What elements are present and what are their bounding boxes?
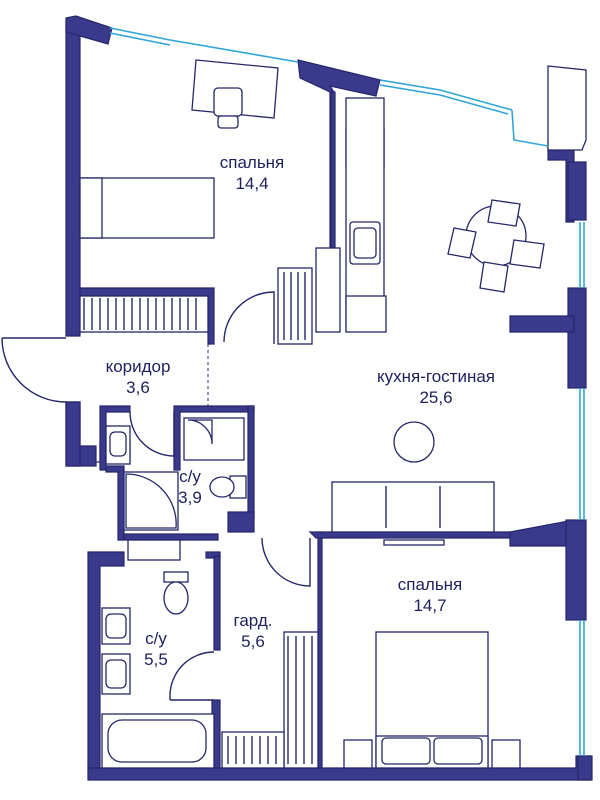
washer-door (187, 419, 213, 445)
room-area: 14,4 (235, 174, 269, 193)
wall-left-upper (65, 21, 81, 337)
basin-bowl (109, 431, 127, 457)
bed-pillow (79, 177, 103, 239)
door-bath1 (129, 411, 175, 457)
room-area: 3,6 (126, 378, 150, 397)
chair (213, 87, 243, 117)
room-name: с/у (179, 467, 201, 486)
window-door-balcony (511, 109, 549, 147)
room-area: 5,5 (144, 650, 168, 669)
door-bedroom2 (261, 537, 311, 587)
room-name: коридор (105, 357, 171, 376)
dining-chair (487, 199, 521, 227)
shower-tray (125, 473, 177, 529)
basin-bowl (105, 659, 127, 689)
toilet-tank (163, 571, 189, 583)
wall-bath1-inner (105, 465, 125, 541)
entrance-door (1, 337, 67, 403)
room-label-corridor: коридор 3,6 (106, 356, 171, 398)
doors (1, 291, 319, 701)
pillow (381, 737, 431, 765)
door-bedroom1 (223, 291, 275, 344)
kitchen-furniture (277, 97, 545, 546)
dining-chair (447, 227, 477, 259)
nightstand (491, 739, 521, 769)
room-label-kitchen: кухня-гостиная 25,6 (377, 366, 495, 408)
shelf-bath (127, 539, 181, 561)
wardrobe-rack-bottom (221, 731, 285, 769)
windows (109, 27, 585, 756)
toilet (163, 581, 189, 615)
sink-bowl (353, 227, 377, 259)
window-top-1 (109, 27, 171, 41)
pillar-right-1 (567, 161, 587, 221)
room-label-wardrobe: гард. 5,6 (234, 610, 273, 652)
pillar-right-3 (565, 519, 587, 621)
wall-bath1-right (247, 405, 255, 519)
window-top-3b (379, 84, 509, 115)
pillar-right-2 (567, 287, 587, 389)
nightstand (343, 739, 373, 769)
wall-bedroom2-top (308, 531, 511, 539)
room-area: 14,7 (413, 596, 447, 615)
room-name: гард. (233, 611, 273, 630)
room-label-bath1: с/у 3,9 (178, 466, 202, 508)
wall-bath1-bottom (123, 533, 219, 541)
fridge (345, 295, 387, 333)
bath2-furniture (101, 539, 215, 769)
shelf-lines (283, 272, 306, 340)
bedroom1-furniture (79, 59, 279, 333)
room-label-bath2: с/у 5,5 (144, 628, 168, 670)
wall-bath2-right (213, 555, 221, 651)
kitchen-counter (345, 97, 385, 331)
room-name: кухня-гостиная (377, 367, 495, 386)
basin-bowl (105, 613, 127, 639)
window-top-2 (169, 39, 299, 63)
window-top-3 (379, 79, 513, 111)
wall-shaft (227, 511, 255, 533)
balcony-outline (547, 65, 587, 151)
wall-bath2-top-right (205, 551, 221, 559)
room-area: 3,9 (178, 488, 202, 507)
room-label-bedroom1: спальня 14,4 (220, 152, 285, 194)
laundry-unit (183, 417, 245, 461)
window-top-1b (109, 32, 171, 46)
bath1-furniture (105, 417, 247, 531)
bedroom2-furniture (343, 631, 521, 769)
wardrobe-rack (283, 631, 319, 769)
wardrobe-furniture (221, 631, 319, 769)
room-name: с/у (145, 629, 167, 648)
door-bath2 (169, 651, 215, 700)
pillow (433, 737, 483, 765)
closet-body (79, 295, 209, 333)
column-unit (315, 247, 341, 333)
room-area: 5,6 (241, 632, 265, 651)
wall-top-left (65, 15, 113, 45)
wall-corridor-block (65, 401, 81, 467)
dining-chair (509, 239, 545, 269)
chair-back (217, 115, 239, 129)
wardrobe-closet (79, 295, 209, 333)
room-name: спальня (219, 153, 285, 172)
dining-chair (479, 261, 509, 293)
room-label-bedroom2: спальня 14,7 (398, 574, 463, 616)
wall-partition-vertical (330, 91, 336, 269)
room-area: 25,6 (419, 388, 453, 407)
room-name: спальня (397, 575, 463, 594)
toilet (209, 476, 235, 498)
wall-living-stub (509, 315, 575, 333)
wall-bedroom2-top-right (509, 519, 575, 547)
shelf-unit (277, 267, 313, 345)
sofa (331, 481, 495, 533)
tv (383, 539, 445, 546)
bathtub-inner (107, 719, 207, 763)
pillar-right-4 (577, 755, 593, 781)
round-rug (393, 421, 435, 463)
